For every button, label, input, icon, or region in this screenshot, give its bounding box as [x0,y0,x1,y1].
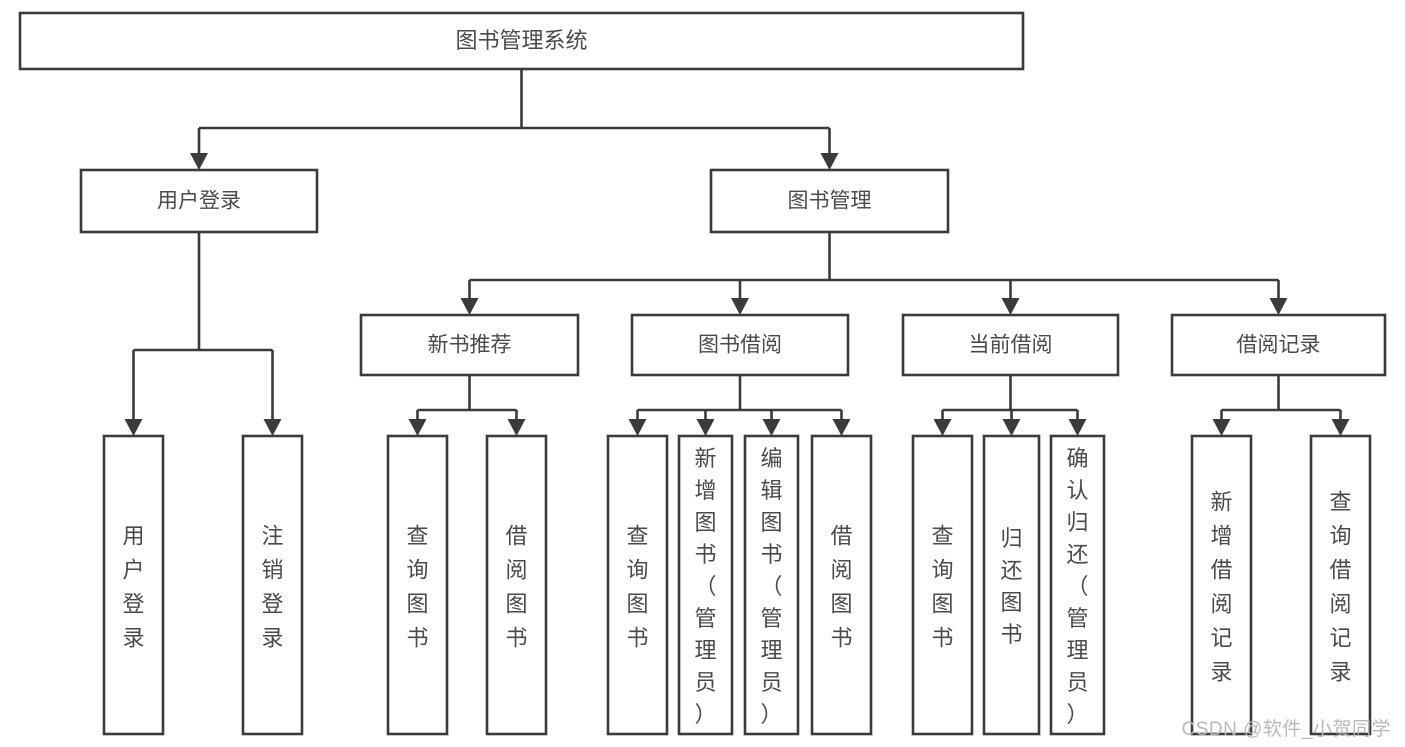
node-label: 新增借阅记录 [1210,490,1232,685]
node-label: 图书管理 [788,190,872,213]
node-label: 查询图书 [626,524,648,651]
node-box[interactable] [102,434,165,736]
node-box[interactable] [386,434,449,736]
node-label: 当前借阅 [969,334,1053,357]
tree-node[interactable]: 用户登录 [79,168,319,234]
tree-node[interactable]: 新增图书（管理员） [677,434,734,736]
node-box[interactable] [1049,434,1106,736]
tree-node[interactable]: 归还图书 [982,434,1041,736]
node-box[interactable] [810,434,873,736]
node-layer: 图书管理系统用户登录图书管理新书推荐图书借阅当前借阅借阅记录用户登录注销登录查询… [18,11,1387,736]
tree-node[interactable]: 新增借阅记录 [1190,434,1253,736]
node-label: 用户登录 [157,190,241,213]
tree-node[interactable]: 借阅图书 [810,434,873,736]
tree-node[interactable]: 确认归还（管理员） [1049,434,1106,736]
tree-node[interactable]: 借阅记录 [1170,313,1387,377]
node-label: 查询图书 [931,524,953,651]
node-box[interactable] [901,313,1120,377]
node-label: 注销登录 [261,524,283,651]
node-label: 查询图书 [406,524,428,651]
node-box[interactable] [709,168,950,234]
node-box[interactable] [359,313,580,377]
node-box[interactable] [79,168,319,234]
node-label: 查询借阅记录 [1329,490,1351,685]
node-box[interactable] [743,434,800,736]
node-box[interactable] [485,434,548,736]
tree-node[interactable]: 用户登录 [102,434,165,736]
tree-node[interactable]: 图书管理 [709,168,950,234]
node-box[interactable] [677,434,734,736]
tree-node[interactable]: 查询图书 [911,434,974,736]
node-label: 新书推荐 [428,334,512,357]
tree-node[interactable]: 图书管理系统 [18,11,1025,71]
node-box[interactable] [18,11,1025,71]
node-box[interactable] [1309,434,1372,736]
node-box[interactable] [1190,434,1253,736]
tree-node[interactable]: 图书借阅 [630,313,850,377]
tree-node[interactable]: 查询借阅记录 [1309,434,1372,736]
node-label: 归还图书 [1000,526,1022,647]
connector-layer [124,69,1350,436]
tree-node[interactable]: 当前借阅 [901,313,1120,377]
node-box[interactable] [911,434,974,736]
tree-node[interactable]: 注销登录 [241,434,304,736]
node-label: 新增图书（管理员） [694,446,716,727]
tree-node[interactable]: 新书推荐 [359,313,580,377]
tree-node[interactable]: 编辑图书（管理员） [743,434,800,736]
node-box[interactable] [1170,313,1387,377]
node-box[interactable] [982,434,1041,736]
node-label: 借阅记录 [1237,334,1321,357]
tree-node[interactable]: 借阅图书 [485,434,548,736]
node-box[interactable] [630,313,850,377]
node-label: 借阅图书 [830,524,852,651]
node-label: 图书借阅 [698,334,782,357]
node-label: 借阅图书 [505,524,527,651]
node-label: 确认归还（管理员） [1066,446,1088,727]
tree-node[interactable]: 查询图书 [606,434,669,736]
node-box[interactable] [606,434,669,736]
node-label: 编辑图书（管理员） [760,446,782,727]
node-label: 图书管理系统 [455,28,587,53]
node-label: 用户登录 [122,524,144,651]
node-box[interactable] [241,434,304,736]
tree-node[interactable]: 查询图书 [386,434,449,736]
